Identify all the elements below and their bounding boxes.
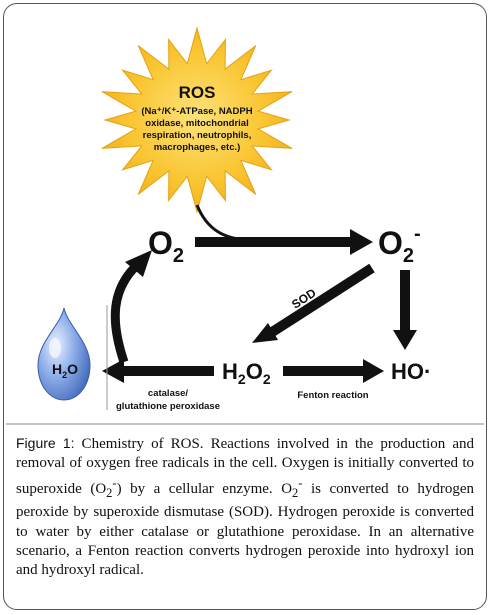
superoxide-label: O2-	[378, 223, 421, 267]
sod-arrow-shaft	[263, 263, 375, 341]
figure-label: Figure 1:	[16, 435, 75, 451]
fenton-reaction-label: Fenton reaction	[297, 390, 368, 401]
oxygen-label: O2	[148, 225, 184, 267]
caption-superscript-1: -	[112, 475, 117, 490]
ros-input-curve	[195, 204, 253, 242]
catalase-label-line-1: catalase/	[148, 388, 189, 399]
caption-text-2: ) by a cellular enzyme. O	[116, 480, 293, 497]
caption-text-1: Chemistry of ROS. Reactions involved in …	[16, 436, 474, 497]
ros-starburst-icon	[101, 26, 293, 214]
catalase-arrowhead	[102, 359, 124, 383]
ros-chemistry-diagram: ROS (Na⁺/K⁺-ATPase, NADPH oxidase, mitoc…	[6, 26, 484, 425]
droplet-highlight	[49, 338, 61, 358]
recycle-to-oxygen-curve	[110, 262, 140, 364]
sod-arrowhead	[252, 323, 278, 343]
caption-subscript-2: 2	[292, 485, 299, 500]
caption-text-3: is converted to hydrogen peroxide by sup…	[16, 480, 474, 579]
hydrogen-peroxide-label: H2O2	[222, 359, 271, 387]
superoxide-to-hydroxyl-arrowhead	[393, 330, 417, 350]
water-droplet-icon	[37, 307, 91, 401]
ros-title: ROS	[179, 83, 216, 102]
caption-superscript-2: -	[298, 475, 303, 490]
ros-source-line-2: oxidase, mitochondrial	[145, 118, 248, 129]
recycle-to-oxygen-arrowhead	[125, 250, 152, 277]
o2-to-superoxide-arrowhead	[350, 229, 373, 255]
ros-source-line-3: respiration, neutrophils,	[143, 130, 252, 141]
fenton-arrowhead	[363, 359, 384, 383]
figure-caption: Figure 1: Chemistry of ROS. Reactions in…	[16, 434, 474, 581]
ros-source-line-4: macrophages, etc.)	[154, 142, 241, 153]
caption-subscript-1: 2	[106, 485, 113, 500]
ros-source-line-1: (Na⁺/K⁺-ATPase, NADPH	[141, 106, 252, 117]
catalase-label-line-2: glutathione peroxidase	[116, 401, 220, 412]
hydroxyl-radical-label: HO·	[391, 359, 431, 384]
water-label: H2O	[52, 361, 78, 380]
